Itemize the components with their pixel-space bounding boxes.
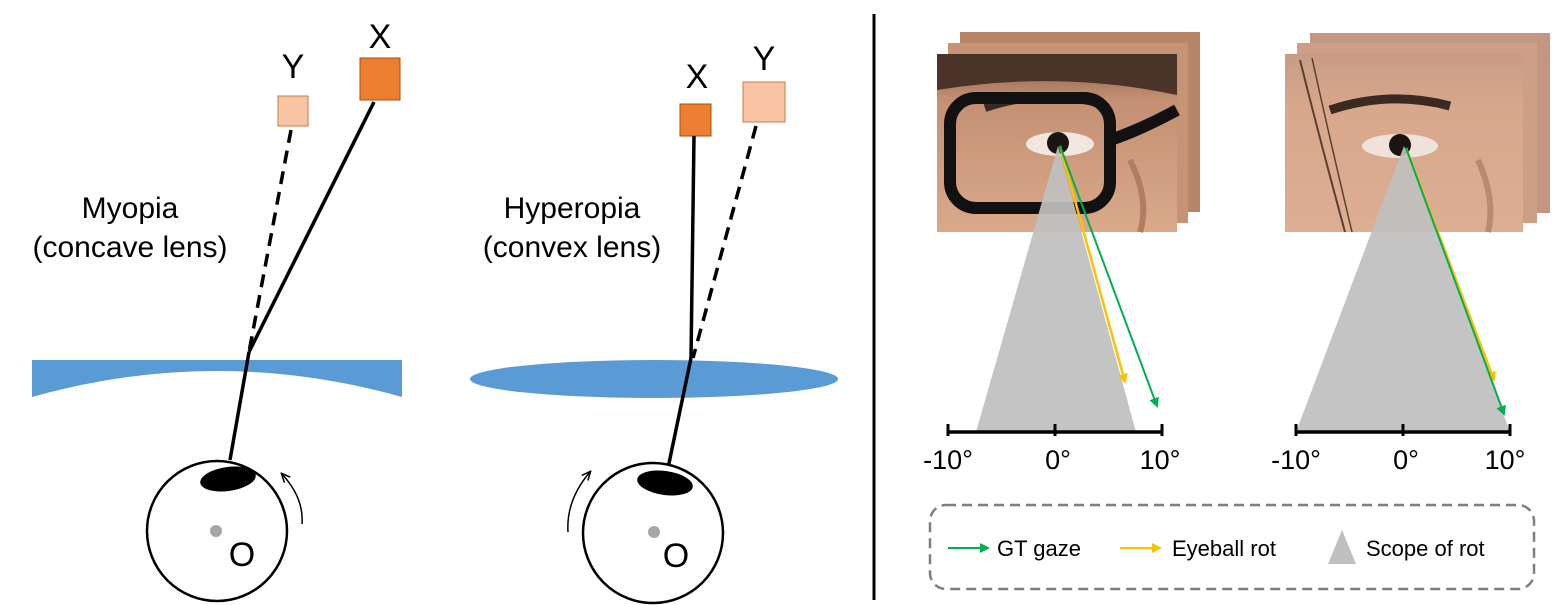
rotation-arrow-icon <box>282 474 303 525</box>
myopia-y-label: Y <box>282 48 305 86</box>
myopia-title: Myopia <box>82 192 179 225</box>
legend-scope-label: Scope of rot <box>1366 536 1485 561</box>
tick-label: -10° <box>1271 445 1321 475</box>
tick-label: 10° <box>1140 445 1181 475</box>
legend-scope-triangle-icon <box>1328 530 1356 564</box>
tick-label: 10° <box>1485 445 1526 475</box>
legend-gt-gaze-label: GT gaze <box>997 536 1081 561</box>
concave-lens <box>32 360 402 397</box>
tick-label: 0° <box>1393 445 1419 475</box>
myopia-subtitle: (concave lens) <box>32 231 227 264</box>
target-y-virtual <box>277 95 309 127</box>
myopia-diagram: Myopia (concave lens) Y X O <box>32 18 402 603</box>
tick-label: 0° <box>1045 445 1071 475</box>
myopia-x-label: X <box>369 18 392 56</box>
legend: GT gaze Eyeball rot Scope of rot <box>928 503 1536 591</box>
target-y-virtual <box>742 81 786 123</box>
pupil <box>637 470 693 496</box>
gt-gaze-arrow <box>1405 147 1506 416</box>
legend-eyeball-rot-label: Eyeball rot <box>1172 536 1276 561</box>
hyperopia-diagram: Hyperopia (convex lens) X Y O <box>470 40 838 605</box>
ray-real <box>689 135 696 359</box>
hyperopia-x-label: X <box>686 58 709 96</box>
ray-to-eye <box>228 351 251 461</box>
scope-of-rotation-triangle <box>1296 146 1510 432</box>
eye-center-dot <box>648 526 660 538</box>
target-x-real <box>359 57 401 101</box>
panel-without-glasses: -10° 0° 10° <box>1271 33 1550 475</box>
pupil <box>200 466 256 492</box>
hyperopia-eye-label: O <box>663 537 689 575</box>
convex-lens <box>470 360 838 398</box>
myopia-eye-label: O <box>229 536 255 574</box>
ray-real <box>247 101 376 353</box>
eye-center-dot <box>210 525 222 537</box>
target-x-real <box>679 103 712 137</box>
tick-label: -10° <box>923 445 973 475</box>
ray-virtual <box>247 129 293 353</box>
hyperopia-y-label: Y <box>753 40 776 78</box>
ray-to-eye <box>666 357 693 469</box>
gt-gaze-arrow <box>1059 145 1159 408</box>
panel-with-glasses: -10° 0° 10° <box>923 32 1200 475</box>
legend-box <box>928 503 1536 591</box>
hyperopia-subtitle: (convex lens) <box>483 231 661 264</box>
ray-virtual <box>691 125 758 359</box>
scope-of-rotation-triangle <box>976 146 1136 432</box>
eyeball-rot-arrow <box>1058 145 1128 384</box>
rotation-arrow-icon <box>567 472 590 533</box>
face-photo-glasses <box>937 54 1180 233</box>
hyperopia-title: Hyperopia <box>504 192 641 225</box>
